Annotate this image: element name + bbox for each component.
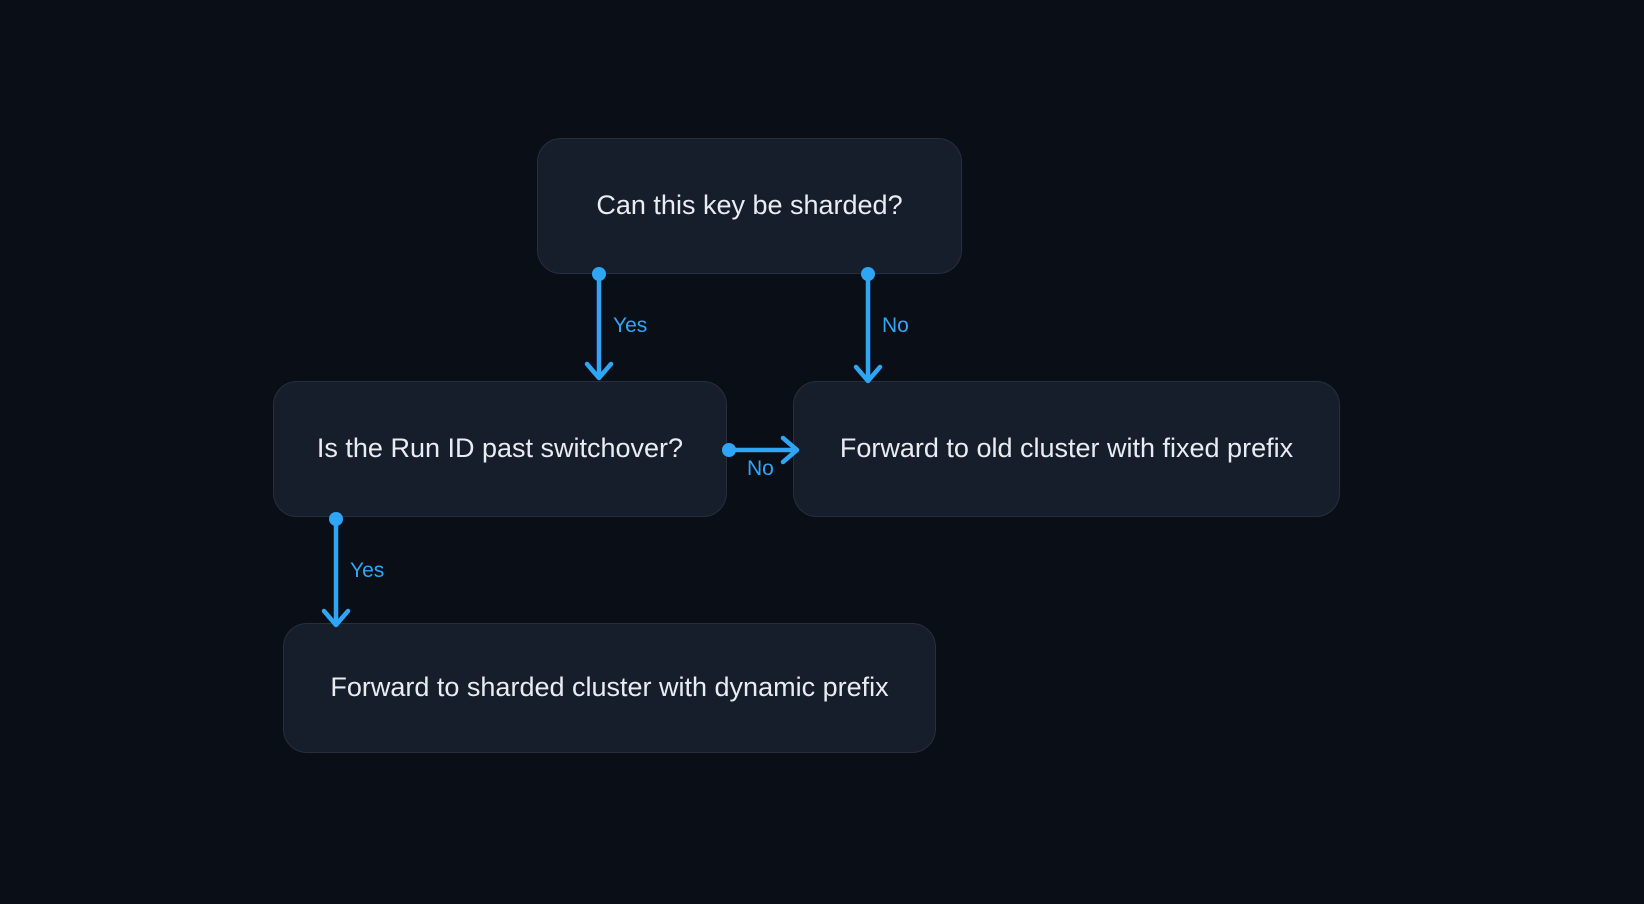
node-can-key-be-sharded[interactable]: Can this key be sharded? [537,138,962,274]
edge-label-yes: Yes [350,559,385,582]
node-label: Forward to old cluster with fixed prefix [839,433,1294,464]
arrowhead-down-icon [584,361,614,381]
edge-label-yes: Yes [613,314,648,337]
edge-sharded-yes [584,267,614,381]
edge-label-no: No [747,457,774,480]
node-forward-old-cluster[interactable]: Forward to old cluster with fixed prefix [793,381,1340,517]
edge-label-no: No [882,314,909,337]
node-runid-past-switchover[interactable]: Is the Run ID past switchover? [273,381,727,517]
arrowhead-down-icon [853,364,883,384]
node-label: Forward to sharded cluster with dynamic … [330,672,889,703]
edge-sharded-no [853,267,883,384]
edge-switchover-yes [321,512,351,628]
node-forward-sharded-cluster[interactable]: Forward to sharded cluster with dynamic … [283,623,936,753]
node-label: Is the Run ID past switchover? [316,433,684,464]
node-label: Can this key be sharded? [596,190,903,221]
